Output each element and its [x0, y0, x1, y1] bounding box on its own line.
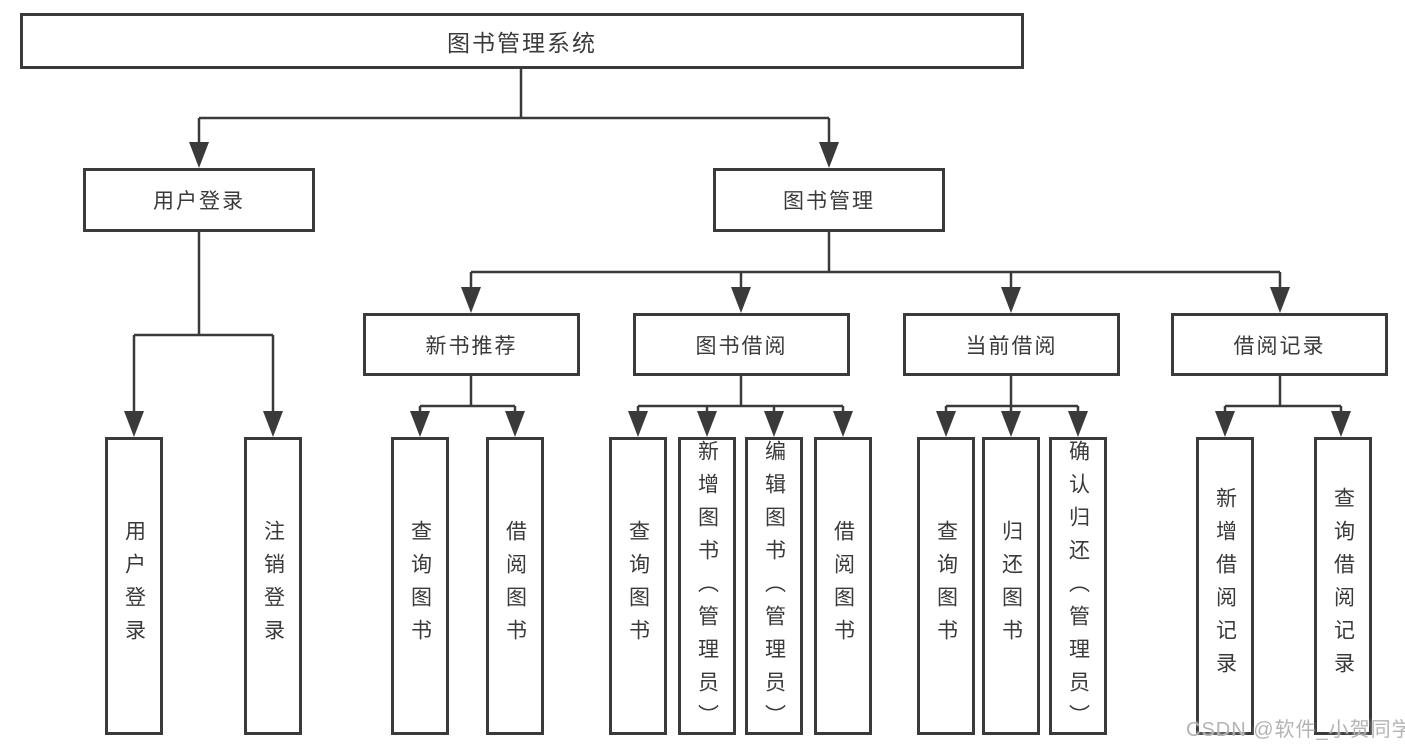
node-bb-edit-books-admin: 编辑图书（管理员）	[745, 437, 803, 737]
node-book-borrow: 图书借阅	[633, 313, 850, 376]
node-borrow-records: 借阅记录	[1171, 313, 1388, 376]
node-user-login: 用户登录	[83, 168, 315, 232]
node-cb-query-books: 查询图书	[917, 437, 975, 735]
node-cb-confirm-return-admin: 确认归还（管理员）	[1049, 437, 1107, 737]
node-new-book-recommend: 新书推荐	[363, 313, 580, 376]
node-bb-query-books: 查询图书	[609, 437, 667, 735]
node-cb-return-books: 归还图书	[982, 437, 1040, 735]
node-bb-add-books-admin: 新增图书（管理员）	[678, 437, 736, 737]
node-logout: 注销登录	[244, 437, 302, 735]
node-book-management: 图书管理	[713, 168, 945, 232]
watermark: CSDN @软件_小贺同学	[1186, 719, 1405, 741]
node-bb-borrow-books: 借阅图书	[814, 437, 872, 735]
node-root: 图书管理系统	[20, 13, 1024, 69]
node-login: 用户登录	[105, 437, 163, 735]
node-br-query-record: 查询借阅记录	[1314, 437, 1372, 735]
node-nb-query-books: 查询图书	[391, 437, 449, 735]
arrowheads	[124, 142, 1351, 437]
node-br-add-record: 新增借阅记录	[1196, 437, 1254, 735]
node-nb-borrow-books: 借阅图书	[486, 437, 544, 735]
node-current-borrow: 当前借阅	[903, 313, 1120, 376]
